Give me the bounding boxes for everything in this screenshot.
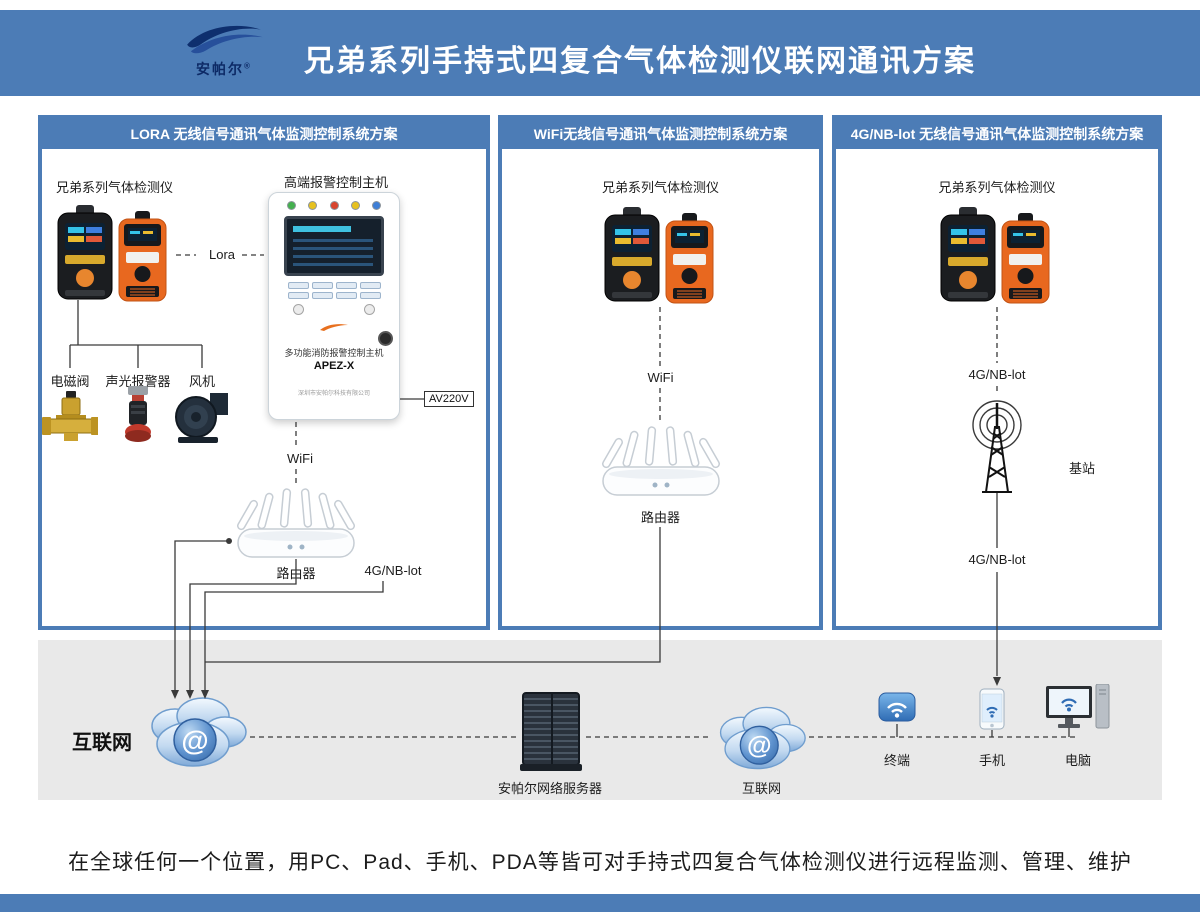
router-label: 路由器 [640,510,680,525]
smartphone-icon [979,688,1005,730]
desktop-computer-icon [1046,684,1110,729]
host-screen [284,216,384,276]
lora-link-label: Lora [208,247,236,262]
panel-wifi: WiFi无线信号通讯气体监测控制系统方案 兄弟系列气体检测仪 WiFi [498,115,823,630]
host-model-text: APEZ-X [313,360,355,372]
detector-label: 兄弟系列气体检测仪 [938,180,1056,195]
header-bar: 安帕尔® 兄弟系列手持式四复合气体检测仪联网通讯方案 [0,10,1200,96]
internet-zone: 互联网 @ 安帕尔网络服务器 @ 互联网 终端 [38,640,1162,800]
panel-wifi-title: WiFi无线信号通讯气体监测控制系统方案 [502,119,819,149]
panel-lora: LORA 无线信号通讯气体监测控制系统方案 兄弟系列气体检测仪 Lora 高端报… [38,115,490,630]
logo-text: 安帕尔® [196,61,252,77]
host-company-text: 深圳市安帕尔科技有限公司 [297,391,370,397]
gas-detector-pair-icon [604,207,714,304]
router-icon [602,426,720,496]
logo-swoosh-icon [187,25,263,54]
wifi-label: WiFi [287,451,313,466]
station-label: 基站 [1068,461,1095,476]
footer-bar [0,894,1200,912]
panel-lora-title: LORA 无线信号通讯气体监测控制系统方案 [42,119,486,149]
nb-iot-label-bottom: 4G/NB-lot [968,552,1026,567]
pc-label: 电脑 [1064,753,1091,768]
panel-4g: 4G/NB-lot 无线信号通讯气体监测控制系统方案 兄弟系列气体检测仪 4G/… [832,115,1162,630]
router-icon [237,488,355,558]
alarm-label: 声光报警器 [105,374,171,389]
at-glyph: @ [747,732,772,760]
fan-label: 风机 [188,374,215,389]
internet-cloud-icon: @ [719,706,806,770]
internet-label: 互联网 [72,732,132,754]
detector-label: 兄弟系列气体检测仪 [56,180,174,195]
wifi-label: WiFi [647,370,674,385]
host-indicator-leds [269,193,399,210]
phone-label: 手机 [978,753,1005,768]
host-round-buttons [269,299,399,315]
logo-registered-mark: ® [244,61,252,71]
server-rack-icon [520,692,582,771]
power-label: AV220V [424,391,474,407]
host-keys [269,282,399,299]
gas-detector-pair-icon [940,207,1050,304]
panel-4g-title: 4G/NB-lot 无线信号通讯气体监测控制系统方案 [836,119,1158,149]
brand-logo: 安帕尔® [176,22,272,79]
terminal-label: 终端 [883,753,910,768]
at-glyph: @ [181,725,208,756]
valve-label: 电磁阀 [50,374,90,389]
base-station-icon [972,400,1022,493]
detector-label: 兄弟系列气体检测仪 [601,180,719,195]
footer-caption: 在全球任何一个位置，用PC、Pad、手机、PDA等皆可对手持式四复合气体检测仪进… [68,851,1132,874]
server-label: 安帕尔网络服务器 [497,781,602,796]
solenoid-valve-icon [42,391,98,441]
page-title: 兄弟系列手持式四复合气体检测仪联网通讯方案 [304,45,976,78]
fan-icon [175,393,228,443]
sound-light-alarm-icon [125,386,151,442]
host-label: 高端报警控制主机 [284,175,389,190]
router-label: 路由器 [276,566,316,581]
host-name-text: 多功能消防报警控制主机 [284,348,384,358]
terminal-device-icon [878,692,916,722]
internet-cloud-icon: @ [151,697,247,767]
nb-iot-label: 4G/NB-lot [364,563,422,578]
nb-iot-label-top: 4G/NB-lot [968,367,1026,382]
host-knob [378,331,393,346]
alarm-host-device: 多功能消防报警控制主机 APEZ-X 深圳市安帕尔科技有限公司 [268,192,400,420]
internet2-label: 互联网 [741,781,781,796]
host-logo-icon [320,324,348,331]
gas-detector-pair-icon [57,205,167,302]
